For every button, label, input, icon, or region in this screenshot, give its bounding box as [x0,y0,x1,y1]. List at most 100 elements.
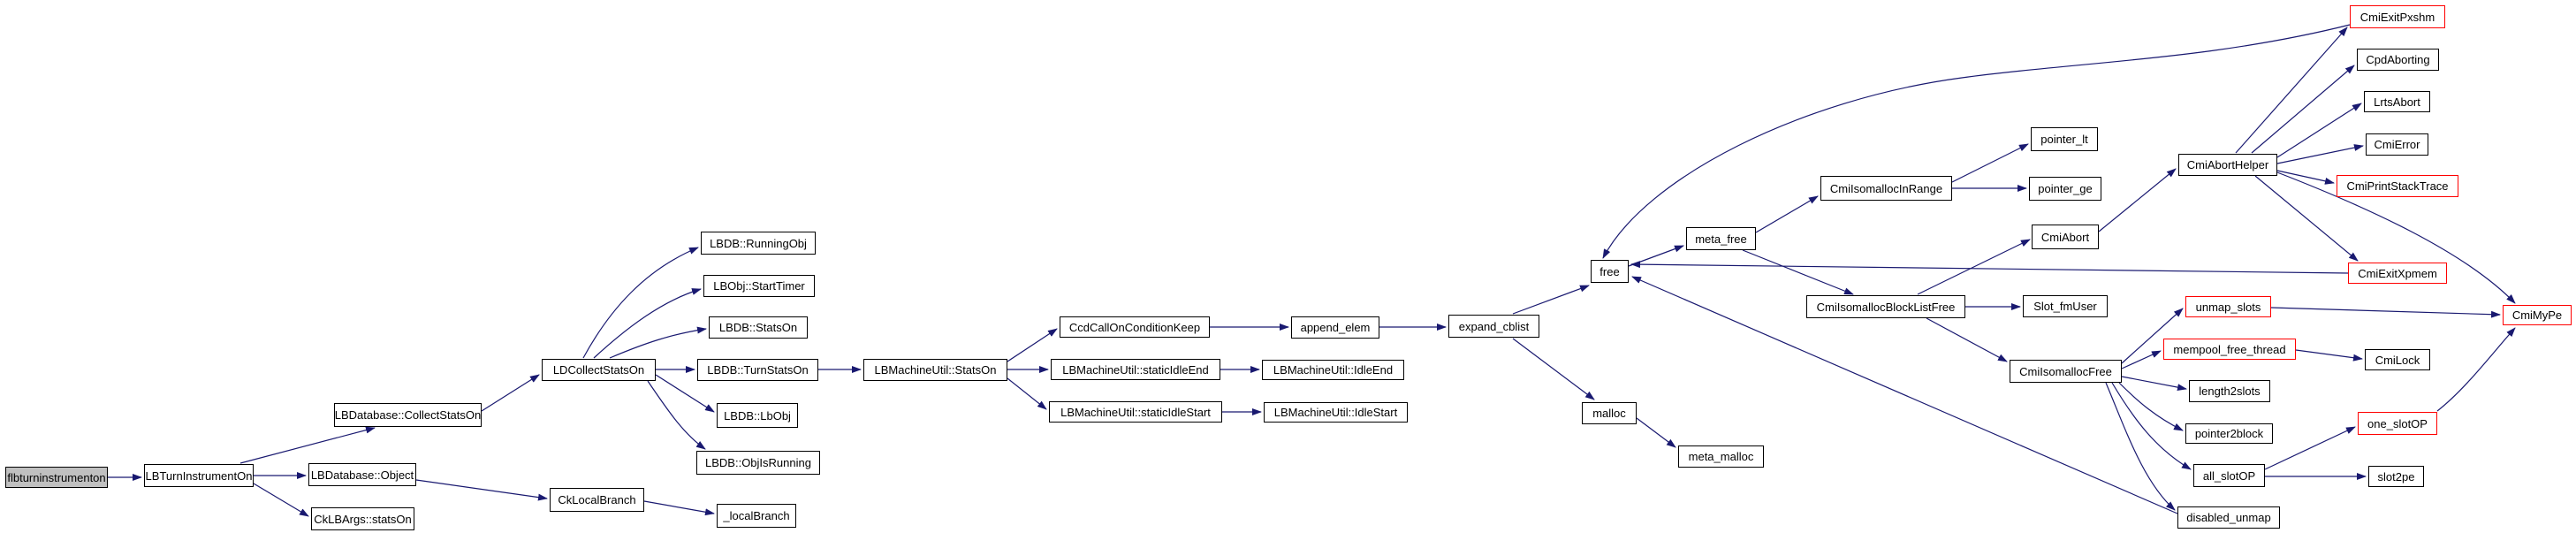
node-label: CkLocalBranch [558,493,636,506]
node-meta-free[interactable]: meta_free [1686,227,1756,250]
edge-n46-n45 [2264,426,2356,470]
edge-n39-n44 [2118,382,2184,431]
node-label: LBMachineUtil::IdleEnd [1273,363,1394,377]
edge-n23-n24 [1636,417,1676,448]
node-slot-fmuser[interactable]: Slot_fmUser [2023,295,2108,317]
node-cmiabort[interactable]: CmiAbort [2032,225,2099,249]
node-label: flbturninstrumenton [7,470,106,484]
edge-n39-n46 [2111,382,2192,470]
node-lbdb-objisrunning[interactable]: LBDB::ObjIsRunning [696,451,820,475]
node-label: LDCollectStatsOn [552,363,645,377]
node-lbdatabase-collectstatson[interactable]: LBDatabase::CollectStatsOn [334,403,482,427]
edge-n30-n34 [2276,144,2364,164]
edge-n7-n12 [655,374,715,413]
edge-n5-n6 [643,500,715,516]
edge-n26-n27 [1951,143,2029,183]
node-lbmachineutil-staticidleend[interactable]: LBMachineUtil::staticIdleEnd [1051,359,1220,380]
node-lbdb-lbobj[interactable]: LBDB::LbObj [717,403,798,428]
edge-n14-n17 [1007,377,1047,410]
edge-n41-n42 [2295,349,2363,362]
node-lbdb-runningobj[interactable]: LBDB::RunningObj [701,232,816,255]
node-disabled-unmap[interactable]: disabled_unmap [2177,506,2280,529]
node-label: _localBranch [723,509,790,522]
node-lbdb-turnstatson[interactable]: LBDB::TurnStatsOn [697,359,818,381]
node-label: LrtsAbort [2374,95,2420,109]
node-expand-cblist[interactable]: expand_cblist [1448,315,1539,338]
node-cmilock[interactable]: CmiLock [2365,349,2430,370]
edge-n37-n29 [1917,239,2031,295]
node-mempool-free-thread[interactable]: mempool_free_thread [2163,339,2296,360]
node-label: LBMachineUtil::staticIdleEnd [1062,362,1209,377]
edge-n39-n40 [2121,308,2184,364]
node-label: LBMachineUtil::staticIdleStart [1060,405,1211,419]
node-append-elem[interactable]: append_elem [1291,316,1379,339]
node-cmierror[interactable]: CmiError [2366,133,2428,156]
node-cmiexitpxshm[interactable]: CmiExitPxshm [2350,5,2445,28]
edge-n30-n36 [2254,175,2359,262]
node-length2slots[interactable]: length2slots [2189,380,2270,402]
node-lbdatabase-object[interactable]: LBDatabase::Object [308,463,416,486]
node-lbobj-starttimer[interactable]: LBObj::StartTimer [703,275,815,297]
edge-n29-n30 [2098,168,2177,232]
node-label: LBDB::ObjIsRunning [705,456,811,469]
node-label: LBObj::StartTimer [713,279,805,293]
node-cklocalbranch[interactable]: CkLocalBranch [550,488,644,512]
node-malloc[interactable]: malloc [1582,402,1637,424]
edge-n22-n25 [1628,245,1684,267]
edge-n21-n22 [1512,285,1590,315]
node-cmiisomallocinrange[interactable]: CmiIsomallocInRange [1820,176,1952,201]
node-ccdcallonconditionkeep[interactable]: CcdCallOnConditionKeep [1060,316,1210,338]
node-cmiisomallocfree[interactable]: CmiIsomallocFree [2010,360,2122,383]
node-label: meta_free [1695,232,1747,246]
node-pointer-lt[interactable]: pointer_lt [2031,127,2098,151]
node-unmap-slots[interactable]: unmap_slots [2185,296,2271,317]
node-label: all_slotOP [2202,468,2256,483]
node-lbmachineutil-statson[interactable]: LBMachineUtil::StatsOn [863,359,1007,381]
node-label: LBTurnInstrumentOn [145,468,253,483]
node-meta-malloc[interactable]: meta_malloc [1678,445,1764,468]
node-lbmachineutil-staticidlestart[interactable]: LBMachineUtil::staticIdleStart [1049,401,1222,423]
node-one-slotop[interactable]: one_slotOP [2358,412,2437,435]
node-cpdaborting[interactable]: CpdAborting [2357,49,2439,71]
edge-n37-n39 [1926,317,2008,362]
node-flbturninstrumenton[interactable]: flbturninstrumenton [5,467,108,488]
node-lbturninstrumenton[interactable]: LBTurnInstrumentOn [144,464,254,487]
node-cmiaborthelper[interactable]: CmiAbortHelper [2178,154,2277,176]
node-cmiexitxpmem[interactable]: CmiExitXpmem [2348,263,2447,284]
node-localbranch[interactable]: _localBranch [717,504,796,528]
node-lbmachineutil-idlestart[interactable]: LBMachineUtil::IdleStart [1264,402,1408,423]
node-lbmachineutil-idleend[interactable]: LBMachineUtil::IdleEnd [1262,360,1404,380]
edge-n39-n43 [2121,376,2187,392]
node-slot2pe[interactable]: slot2pe [2368,466,2424,487]
edge-n40-n49 [2270,307,2501,318]
node-label: Slot_fmUser [2033,300,2097,313]
node-label: LBMachineUtil::StatsOn [874,363,997,377]
node-lbdb-statson[interactable]: LBDB::StatsOn [709,316,808,339]
node-pointer-ge[interactable]: pointer_ge [2029,177,2101,201]
edge-n1-n4 [253,483,309,517]
node-label: pointer2block [2194,427,2264,440]
node-cmiprintstacktrace[interactable]: CmiPrintStackTrace [2337,175,2458,197]
node-cmiisomallocblocklistfree[interactable]: CmiIsomallocBlockListFree [1806,295,1965,318]
edge-n25-n37 [1742,249,1854,295]
node-label: CmiPrintStackTrace [2346,179,2449,193]
node-cmimype[interactable]: CmiMyPe [2503,305,2572,325]
node-label: unmap_slots [2195,300,2261,314]
node-label: pointer_ge [2038,182,2093,195]
node-ldcollectstatson[interactable]: LDCollectStatsOn [542,359,656,381]
node-pointer2block[interactable]: pointer2block [2185,423,2273,444]
node-label: slot2pe [2377,469,2415,484]
edge-n3-n5 [415,479,548,501]
node-cklbargs-statson[interactable]: CkLBArgs::statsOn [311,507,414,530]
node-lrtsabort[interactable]: LrtsAbort [2364,91,2430,112]
edge-n45-n49 [2436,327,2516,412]
node-label: CmiError [2374,138,2420,151]
edge-n39-n48 [2105,382,2176,511]
edge-n25-n26 [1755,195,1819,233]
node-all-slotop[interactable]: all_slotOP [2193,464,2265,487]
node-free[interactable]: free [1591,260,1629,283]
node-label: LBDB::TurnStatsOn [707,363,809,377]
node-label: expand_cblist [1458,319,1530,333]
edge-n30-n35 [2276,170,2335,185]
